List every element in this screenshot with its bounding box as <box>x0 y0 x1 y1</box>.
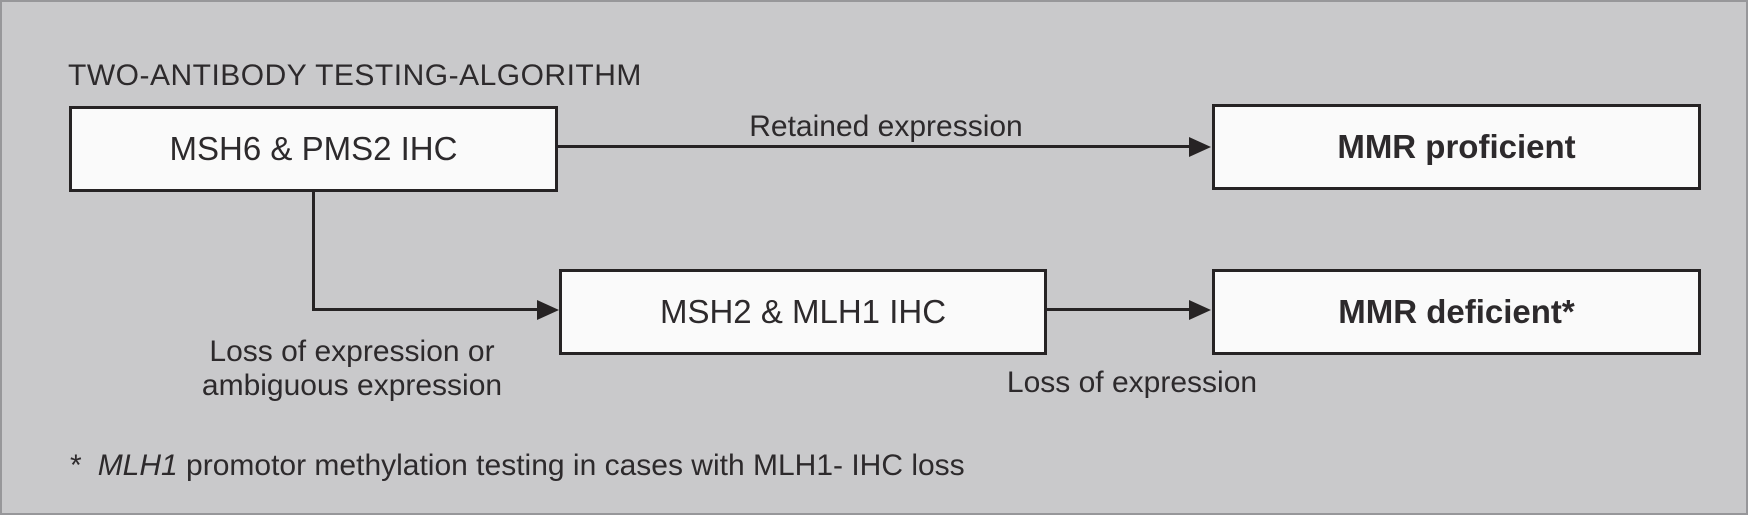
arrow-retained-expression-head-icon <box>1189 136 1211 157</box>
footnote-gene-mlh1: MLH1 <box>97 449 178 482</box>
node-mmr-deficient-label: MMR deficient* <box>1338 293 1575 330</box>
arrow-loss-vertical-line <box>312 191 315 311</box>
node-mmr-proficient: MMR proficient <box>1212 104 1701 190</box>
arrow-loss-elbow-head-icon <box>537 299 559 320</box>
arrow-loss-elbow-line <box>312 308 538 311</box>
footnote: * MLH1 promotor methylation testing in ca… <box>70 449 965 483</box>
node-msh6-pms2-ihc: MSH6 & PMS2 IHC <box>69 106 558 192</box>
node-mmr-deficient: MMR deficient* <box>1212 269 1701 355</box>
node-msh2-mlh1-ihc: MSH2 & MLH1 IHC <box>559 269 1047 355</box>
edge-label-loss-or-ambiguous-line2: ambiguous expression <box>201 369 503 402</box>
figure-title: TWO-ANTIBODY TESTING-ALGORITHM <box>68 59 642 92</box>
node-msh2-mlh1-label: MSH2 & MLH1 IHC <box>659 293 947 330</box>
footnote-text: promotor methylation testing in cases wi… <box>177 449 965 482</box>
edge-label-loss-or-ambiguous-line1: Loss of expression or <box>209 335 495 368</box>
node-mmr-proficient-label: MMR proficient <box>1337 128 1576 165</box>
arrow-loss-of-expression-head-icon <box>1189 299 1211 320</box>
node-msh6-pms2-label: MSH6 & PMS2 IHC <box>169 130 458 167</box>
arrow-loss-of-expression-line <box>1045 308 1190 311</box>
arrow-retained-expression-line <box>556 145 1190 148</box>
edge-label-loss-of-expression: Loss of expression <box>1006 366 1258 399</box>
edge-label-retained-expression: Retained expression <box>749 110 1023 143</box>
footnote-asterisk: * <box>70 449 82 482</box>
edge-label-loss-or-ambiguous: Loss of expression or ambiguous expressi… <box>152 335 552 403</box>
